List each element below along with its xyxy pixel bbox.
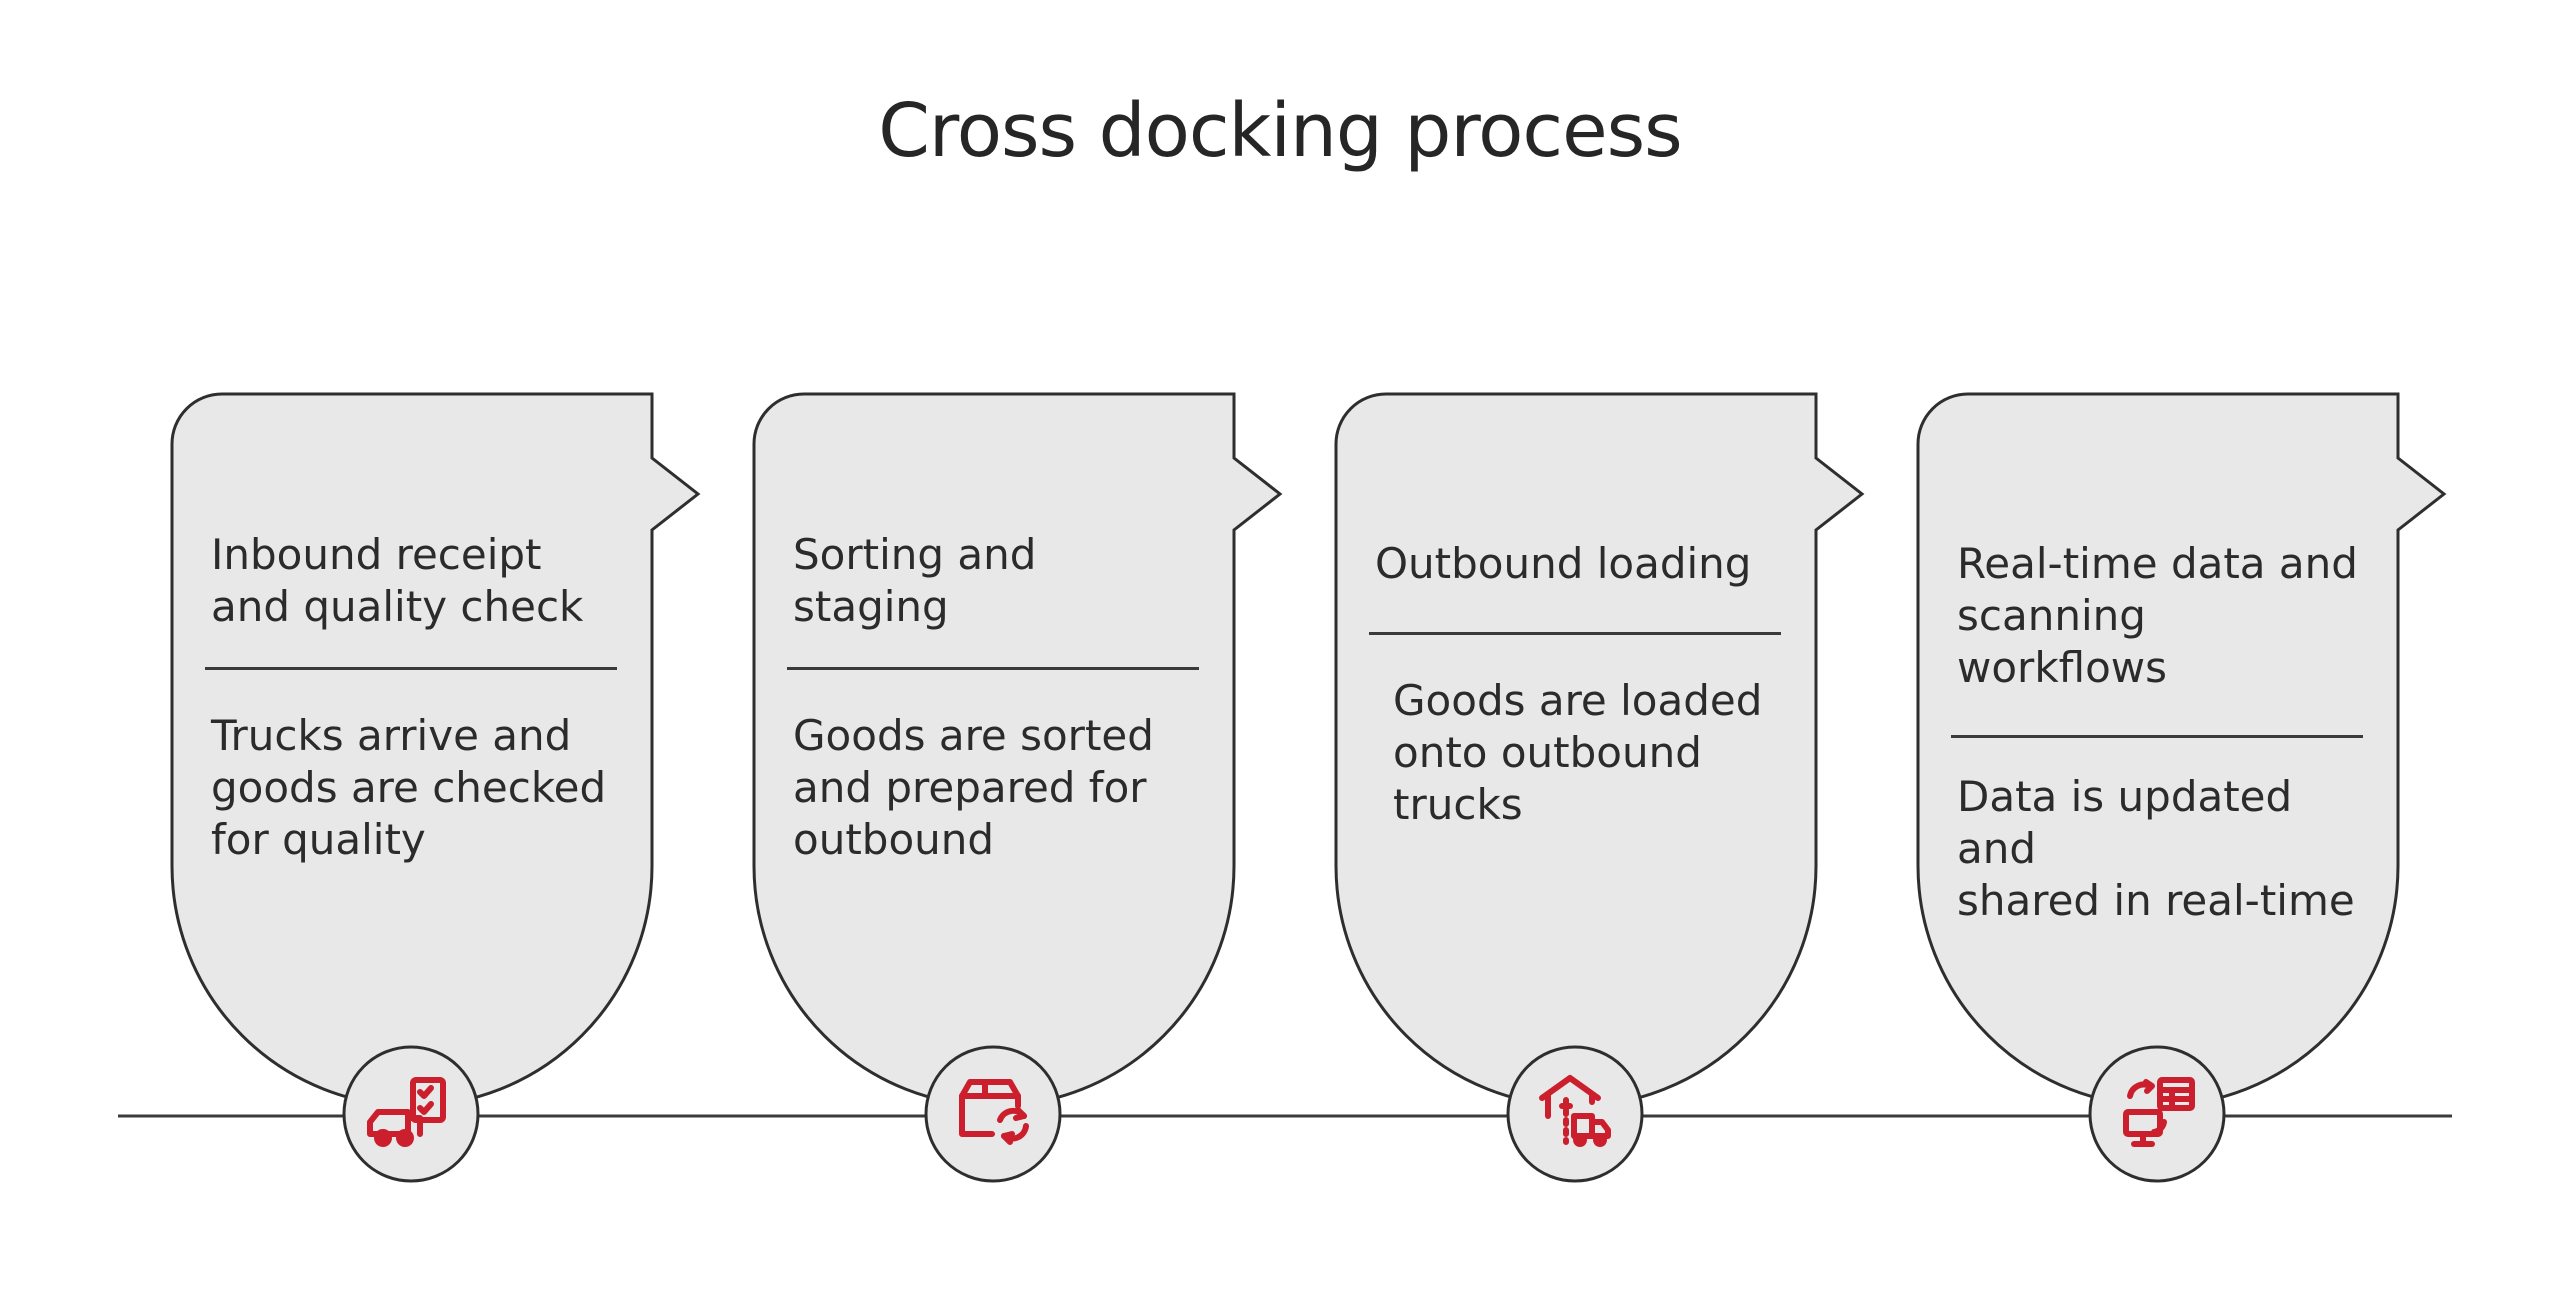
step-2-description-line: outbound xyxy=(793,815,995,864)
step-1-heading-line: Inbound receipt xyxy=(211,530,542,579)
step-1-heading: Inbound receipt and quality check xyxy=(211,529,631,633)
step-4-heading-line: scanning xyxy=(1957,591,2146,640)
data-sync-monitor-icon xyxy=(2123,1077,2195,1147)
step-3-description-line: Goods are loaded xyxy=(1393,676,1763,725)
step-1-description-line: for quality xyxy=(211,815,426,864)
step-card-3 xyxy=(1334,392,1865,1183)
step-3-heading-line: Outbound loading xyxy=(1375,539,1752,588)
step-2-description-line: Goods are sorted xyxy=(793,711,1154,760)
box-recycle-icon xyxy=(959,1079,1029,1145)
step-card-4-shape xyxy=(1916,392,2447,1108)
step-card-3-shape xyxy=(1334,392,1865,1108)
step-3-divider xyxy=(1369,632,1781,635)
step-card-2-shape xyxy=(752,392,1283,1108)
step-2-description: Goods are sorted and prepared for outbou… xyxy=(793,710,1213,866)
step-4-description: Data is updated and shared in real-time xyxy=(1957,771,2377,927)
step-card-4 xyxy=(1916,392,2447,1183)
step-card-1 xyxy=(170,392,701,1183)
step-4-heading: Real-time data and scanning workflows xyxy=(1957,538,2377,694)
truck-checklist-icon xyxy=(367,1077,446,1147)
step-4-description-line: Data is updated and xyxy=(1957,772,2293,873)
step-card-2 xyxy=(752,392,1283,1183)
step-3-description-line: trucks xyxy=(1393,780,1523,829)
step-4-divider xyxy=(1951,735,2363,738)
warehouse-truck-icon xyxy=(1539,1075,1611,1147)
step-4-description-line: shared in real-time xyxy=(1957,876,2355,925)
step-card-1-shape xyxy=(170,392,701,1108)
step-1-divider xyxy=(205,667,617,670)
step-icon-circle-2 xyxy=(924,1045,1062,1183)
step-3-heading: Outbound loading xyxy=(1375,538,1795,590)
step-1-description-line: Trucks arrive and xyxy=(211,711,572,760)
step-1-description-line: goods are checked xyxy=(211,763,607,812)
step-2-heading-line: staging xyxy=(793,582,949,631)
step-4-heading-line: workflows xyxy=(1957,643,2168,692)
step-4-heading-line: Real-time data and xyxy=(1957,539,2358,588)
step-2-divider xyxy=(787,667,1199,670)
step-1-heading-line: and quality check xyxy=(211,582,584,631)
diagram-title: Cross docking process xyxy=(878,88,1682,174)
step-1-description: Trucks arrive and goods are checked for … xyxy=(211,710,631,866)
step-3-description: Goods are loaded onto outbound trucks xyxy=(1393,675,1793,831)
step-2-heading-line: Sorting and xyxy=(793,530,1037,579)
step-2-description-line: and prepared for xyxy=(793,763,1147,812)
step-3-description-line: onto outbound xyxy=(1393,728,1702,777)
step-2-heading: Sorting and staging xyxy=(793,529,1213,633)
